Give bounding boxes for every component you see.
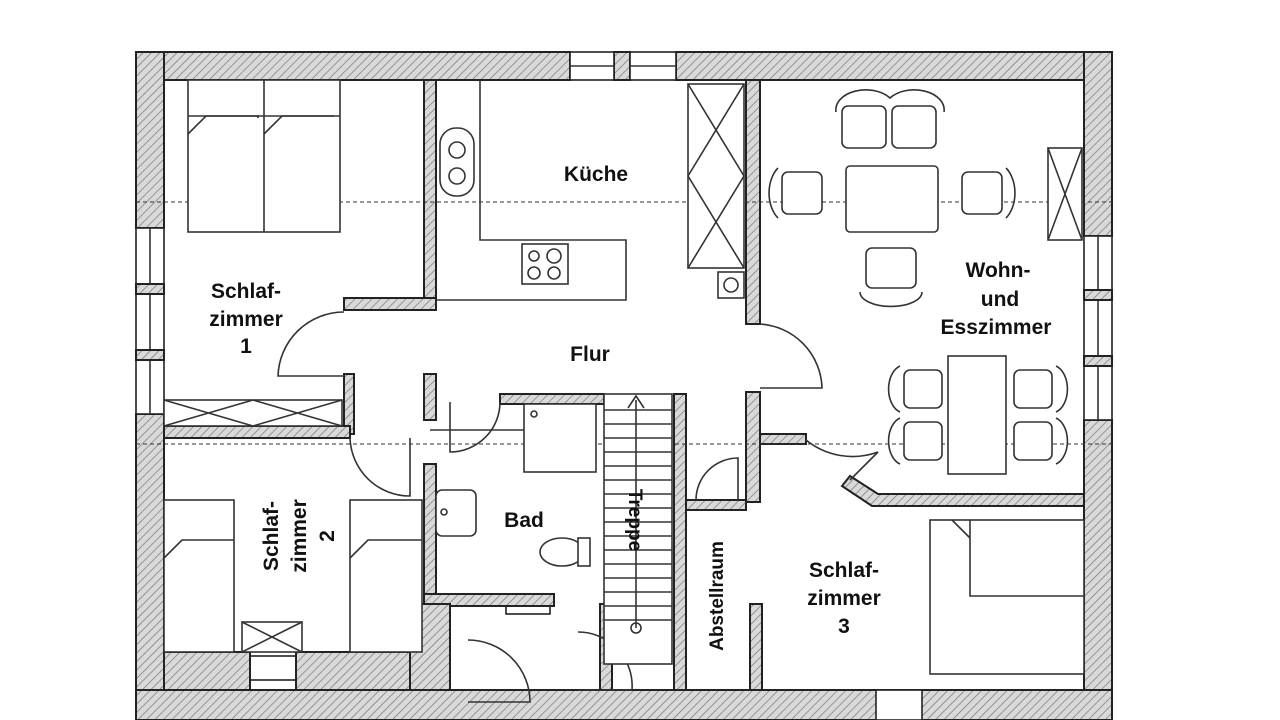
label-wohnen-1: Wohn- — [966, 259, 1031, 282]
dining-table — [768, 89, 1016, 308]
single-bed-right — [349, 499, 423, 653]
double-bed — [187, 79, 341, 233]
label-schlaf2-1: Schlaf- — [260, 501, 283, 571]
label-kueche: Küche — [564, 163, 628, 186]
label-schlaf3-3: 3 — [838, 615, 850, 638]
label-schlaf2-2: zimmer — [288, 499, 311, 573]
label-schlaf2-3: 2 — [316, 530, 339, 542]
side-cabinet — [1047, 147, 1083, 241]
label-wohnen-2: und — [981, 288, 1019, 311]
label-schlaf3-2: zimmer — [807, 587, 881, 610]
stairs — [603, 393, 673, 665]
room-labels: Küche Flur Wohn- und Esszimmer Schlaf- z… — [209, 163, 1051, 651]
label-schlaf1-3: 1 — [240, 335, 252, 358]
label-schlaf1-2: zimmer — [209, 308, 283, 331]
label-wohnen-3: Esszimmer — [941, 316, 1052, 339]
label-bad: Bad — [504, 509, 544, 532]
windows — [135, 51, 1113, 720]
small-cabinet — [241, 621, 303, 653]
label-schlaf1-1: Schlaf- — [211, 280, 281, 303]
shower-icon — [523, 403, 597, 473]
label-treppe: Treppe — [624, 489, 645, 551]
dining-table-2 — [887, 355, 1069, 475]
wardrobe — [163, 399, 343, 427]
label-schlaf3-1: Schlaf- — [809, 559, 879, 582]
furniture — [163, 79, 1085, 675]
outer-walls — [135, 51, 1113, 720]
label-abstellraum: Abstellraum — [707, 541, 728, 651]
toilet-icon — [539, 537, 591, 567]
cabinet — [687, 83, 745, 299]
single-bed-left — [163, 499, 235, 653]
washbasin-icon — [435, 489, 477, 537]
stove-icon — [521, 243, 569, 285]
double-bed-3 — [929, 519, 1085, 675]
sink-icon — [439, 127, 475, 197]
interior-walls — [163, 79, 1085, 691]
label-flur: Flur — [570, 343, 610, 366]
